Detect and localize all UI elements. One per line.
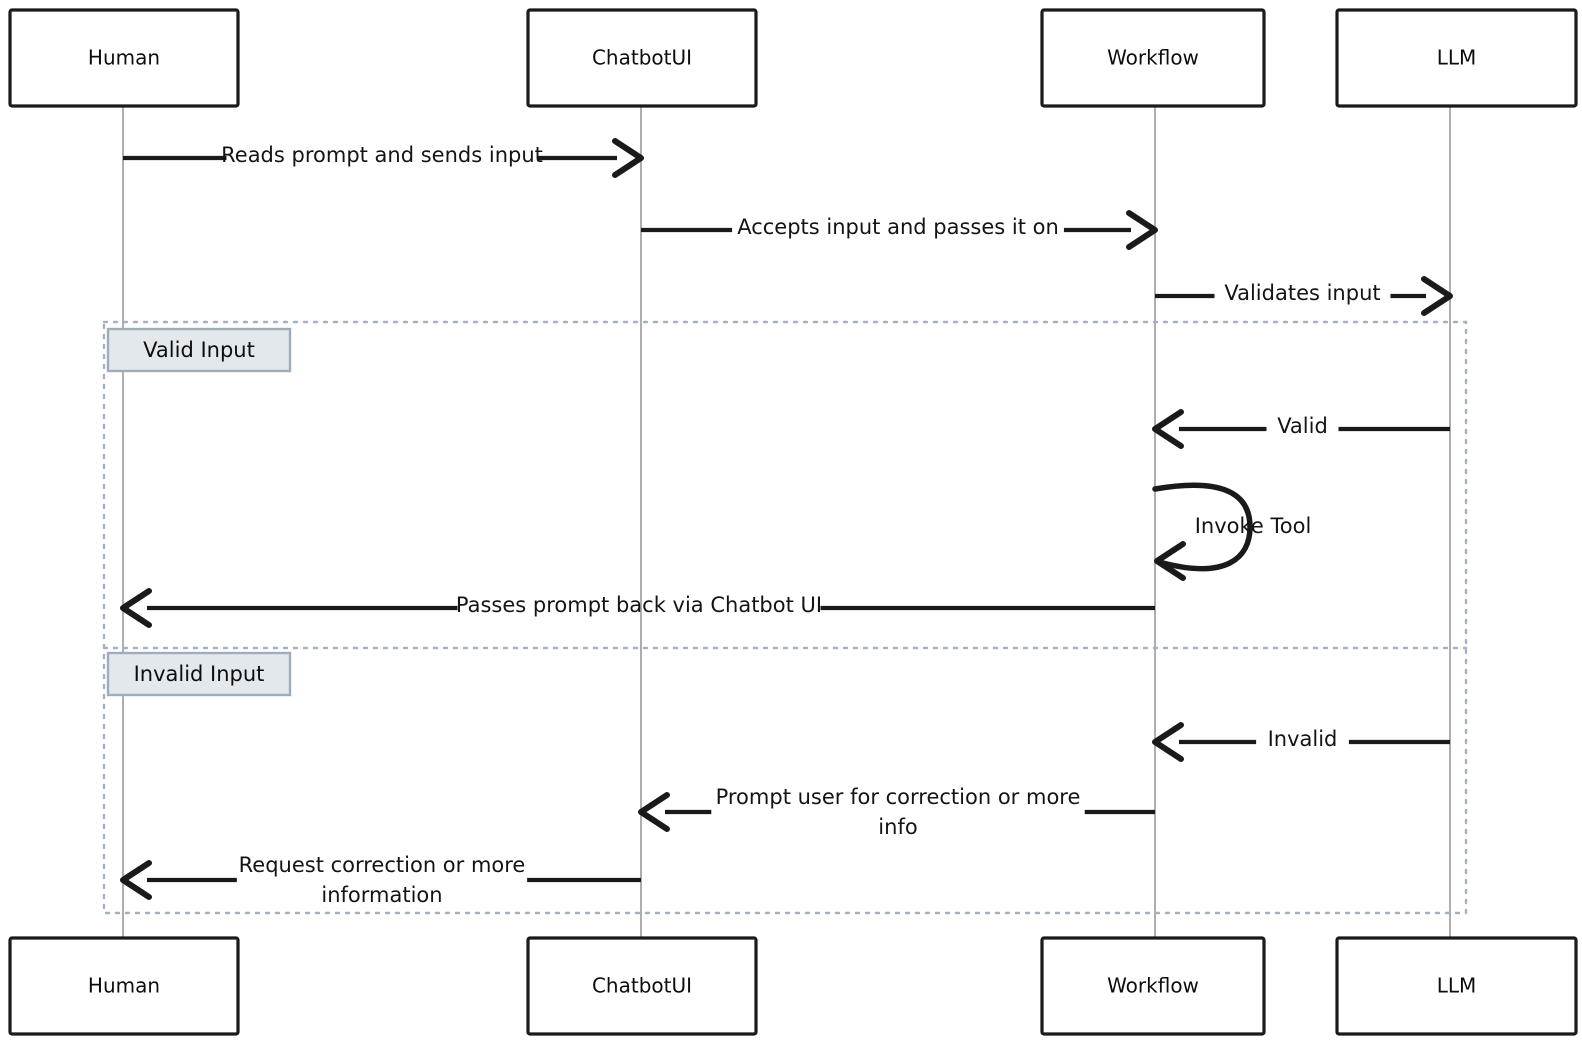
message-label-m7: Invalid	[1268, 727, 1338, 751]
arrowhead-m7	[1152, 722, 1184, 762]
participant-human-bottom[interactable]: Human	[8, 936, 240, 1036]
participants-bottom-layer: Human ChatbotUI Workflow LLM	[8, 936, 1578, 1036]
lifelines-layer	[122, 106, 1451, 938]
message-m7: Invalid	[1152, 722, 1450, 762]
participant-workflow-top[interactable]: Workflow	[1040, 8, 1266, 108]
participant-chatbotui-top[interactable]: ChatbotUI	[526, 8, 758, 108]
alt-section-tag-valid: Valid Input	[106, 327, 292, 373]
alt-section-label-valid: Valid Input	[143, 338, 255, 362]
arrowhead-m4	[1152, 409, 1184, 449]
message-m2: Accepts input and passes it on	[641, 210, 1158, 250]
self-loop-path-m5	[1152, 482, 1253, 572]
message-label-m1: Reads prompt and sends input	[221, 143, 543, 167]
alt-block-layer	[102, 320, 1468, 915]
participant-llm-bottom[interactable]: LLM	[1335, 936, 1578, 1036]
alt-block-frame	[102, 320, 1468, 915]
message-m5: Invoke Tool	[1152, 482, 1312, 581]
arrowhead-m1	[612, 138, 644, 178]
alt-section-tag-invalid: Invalid Input	[106, 651, 292, 697]
participant-label-workflow: Workflow	[1107, 46, 1199, 70]
message-m3: Validates input	[1155, 276, 1453, 316]
participant-llm-top[interactable]: LLM	[1335, 8, 1578, 108]
participant-label-human: Human	[88, 974, 160, 998]
message-m6: Passes prompt back via Chatbot UI	[120, 588, 1155, 628]
alt-section-label-invalid: Invalid Input	[134, 662, 265, 686]
participant-label-chatbotui: ChatbotUI	[592, 974, 692, 998]
participant-label-llm: LLM	[1437, 46, 1477, 70]
message-label-m3: Validates input	[1224, 281, 1380, 305]
participant-label-chatbotui: ChatbotUI	[592, 46, 692, 70]
arrowhead-m6	[120, 588, 152, 628]
participants-top-layer: Human ChatbotUI Workflow LLM	[8, 8, 1578, 108]
arrowhead-m5	[1154, 541, 1186, 581]
participant-human-top[interactable]: Human	[8, 8, 240, 108]
message-label-m6: Passes prompt back via Chatbot UI	[456, 593, 822, 617]
message-label-m2: Accepts input and passes it on	[737, 215, 1059, 239]
participant-label-workflow: Workflow	[1107, 974, 1199, 998]
message-label-m5: Invoke Tool	[1195, 514, 1312, 538]
arrowhead-m2	[1126, 210, 1158, 250]
arrowhead-m8	[638, 792, 670, 832]
arrowhead-m3	[1421, 276, 1453, 316]
message-label-m4: Valid	[1277, 414, 1328, 438]
participant-chatbotui-bottom[interactable]: ChatbotUI	[526, 936, 758, 1036]
participant-workflow-bottom[interactable]: Workflow	[1040, 936, 1266, 1036]
arrowhead-m9	[120, 860, 152, 900]
participant-label-human: Human	[88, 46, 160, 70]
message-m4: Valid	[1152, 409, 1450, 449]
participant-label-llm: LLM	[1437, 974, 1477, 998]
message-m1: Reads prompt and sends input	[123, 138, 644, 178]
